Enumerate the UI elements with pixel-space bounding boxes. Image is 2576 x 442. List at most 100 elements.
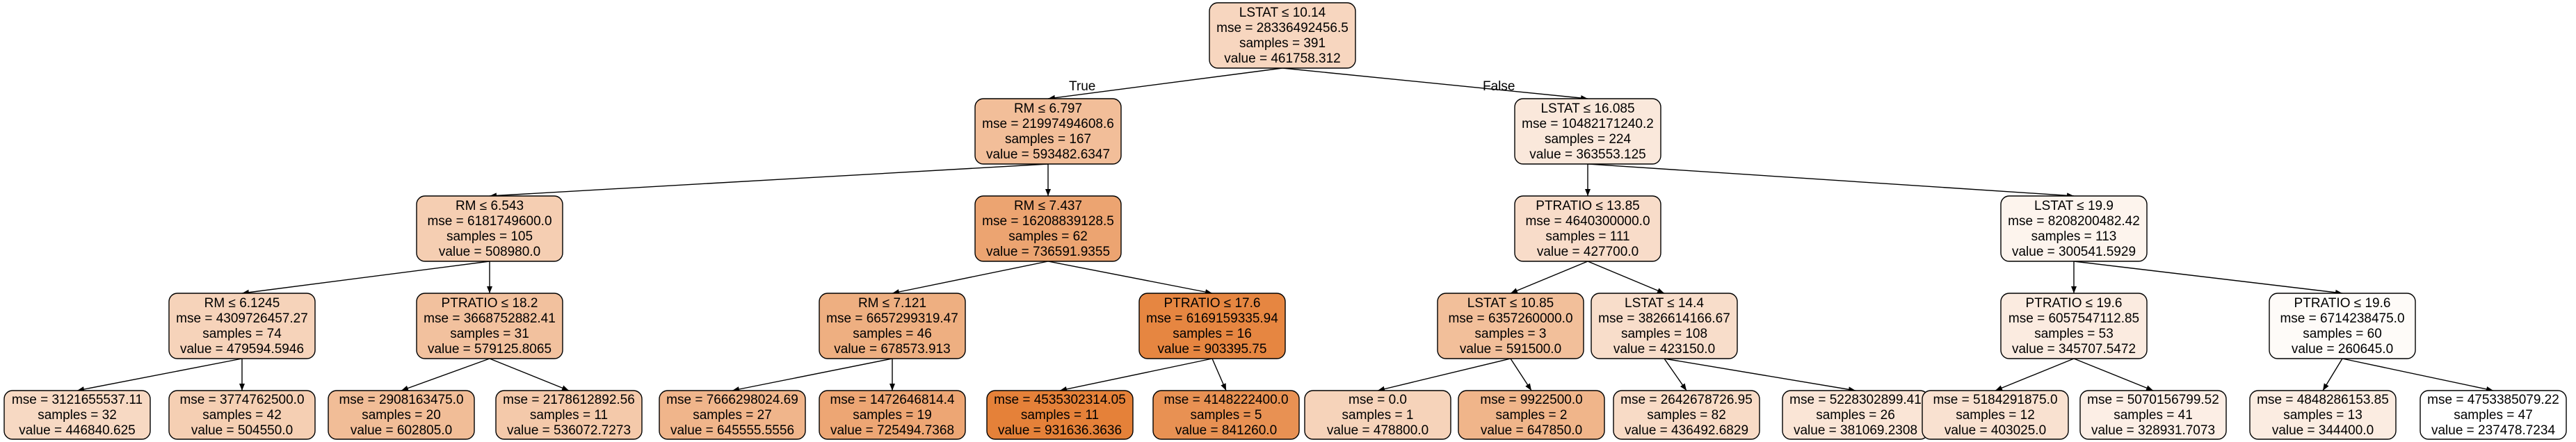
node-line: LSTAT ≤ 10.85	[1467, 296, 1554, 311]
node-line: value = 593482.6347	[986, 147, 1110, 162]
node-line: value = 446840.625	[19, 423, 135, 438]
node-line: mse = 9922500.0	[1480, 393, 1582, 407]
node-line: samples = 111	[1545, 229, 1629, 244]
node-line: value = 508980.0	[439, 245, 540, 259]
node-line: LSTAT ≤ 14.4	[1625, 296, 1704, 311]
node-line: value = 479594.5946	[180, 342, 304, 357]
node-line: value = 345707.5472	[2012, 342, 2136, 357]
node-line: samples = 12	[1956, 408, 2035, 423]
node-line: value = 504550.0	[191, 423, 293, 438]
edge-9-to-10	[892, 261, 1049, 295]
node-line: samples = 19	[853, 408, 932, 423]
node-line: value = 841260.0	[1175, 423, 1277, 438]
node-line: mse = 5070156799.52	[2087, 393, 2219, 407]
node-box	[168, 390, 316, 440]
node-line: RM ≤ 6.797	[1014, 101, 1082, 116]
edge-9-to-13	[1047, 261, 1213, 295]
node-line: value = 381069.2308	[1794, 423, 1917, 438]
node-line: value = 579125.8065	[428, 342, 552, 357]
node-box	[3, 390, 151, 440]
node-line: mse = 4535302314.05	[994, 393, 1126, 407]
node-line: RM ≤ 7.437	[1014, 199, 1082, 213]
node-line: value = 931636.3636	[998, 423, 1122, 438]
edge-6-to-8	[489, 358, 570, 391]
node-line: mse = 4753385079.22	[2427, 393, 2559, 407]
node-line: mse = 6357260000.0	[1448, 311, 1572, 326]
node-line: samples = 13	[2283, 408, 2362, 423]
node-line: samples = 53	[2034, 327, 2114, 341]
node-line: samples = 41	[2114, 408, 2193, 423]
edge-13-to-14	[1059, 358, 1213, 392]
node-line: value = 423150.0	[1613, 342, 1715, 357]
node-line: mse = 3826614166.67	[1598, 311, 1730, 326]
node-line: mse = 8208200482.42	[2008, 214, 2140, 229]
node-box	[2249, 390, 2397, 440]
node-line: value = 678573.913	[834, 342, 950, 357]
node-line: mse = 28336492456.5	[1216, 21, 1349, 35]
node-line: mse = 6657299319.47	[826, 311, 958, 326]
node-box	[974, 195, 1122, 262]
node-line: value = 328931.7073	[2091, 423, 2215, 438]
node-box	[2000, 293, 2148, 359]
edge-25-to-26	[1995, 358, 2075, 391]
node-box	[1437, 293, 1584, 359]
node-line: mse = 6169159335.94	[1146, 311, 1278, 326]
node-line: mse = 4640300000.0	[1525, 214, 1650, 229]
node-line: samples = 16	[1173, 327, 1252, 341]
tree-edges	[77, 67, 2494, 393]
edge-17-to-21	[1587, 261, 1665, 294]
node-line: value = 237478.7234	[2431, 423, 2555, 438]
node-box	[1514, 195, 1661, 262]
node-box	[1138, 293, 1286, 359]
edge-17-to-18	[1510, 261, 1588, 294]
edge-21-to-22	[1664, 358, 1687, 391]
node-line: mse = 3121655537.11	[12, 393, 143, 407]
node-line: value = 645555.5556	[670, 423, 794, 438]
node-line: value = 647850.0	[1481, 423, 1582, 438]
node-line: value = 736591.9355	[986, 245, 1110, 259]
node-line: value = 903395.75	[1158, 342, 1267, 357]
edge-18-to-20	[1510, 358, 1532, 391]
node-line: value = 403025.0	[1945, 423, 2046, 438]
node-line: samples = 108	[1621, 327, 1707, 341]
node-box	[2269, 293, 2416, 359]
edge-28-to-29	[2322, 358, 2343, 391]
node-line: samples = 31	[450, 327, 529, 341]
node-line: mse = 6181749600.0	[427, 214, 552, 229]
node-line: value = 478800.0	[1327, 423, 1428, 438]
node-box	[168, 293, 316, 359]
node-line: RM ≤ 6.543	[456, 199, 524, 213]
node-line: mse = 16208839128.5	[982, 214, 1114, 229]
node-line: mse = 3668752882.41	[424, 311, 556, 326]
node-line: mse = 5228302899.41	[1789, 393, 1922, 407]
node-line: value = 602805.0	[351, 423, 452, 438]
node-line: value = 436492.6829	[1625, 423, 1748, 438]
node-line: LSTAT ≤ 10.14	[1239, 6, 1326, 20]
node-box	[1922, 390, 2069, 440]
node-line: samples = 11	[1021, 408, 1099, 423]
node-line: samples = 27	[693, 408, 772, 423]
node-box	[819, 293, 966, 359]
node-box	[2079, 390, 2227, 440]
node-line: value = 260645.0	[2292, 342, 2393, 357]
edge-label-true: True	[1069, 79, 1095, 94]
node-box	[328, 390, 475, 440]
node-box	[1304, 390, 1451, 440]
node-line: value = 300541.5929	[2012, 245, 2136, 259]
node-box	[659, 390, 806, 440]
